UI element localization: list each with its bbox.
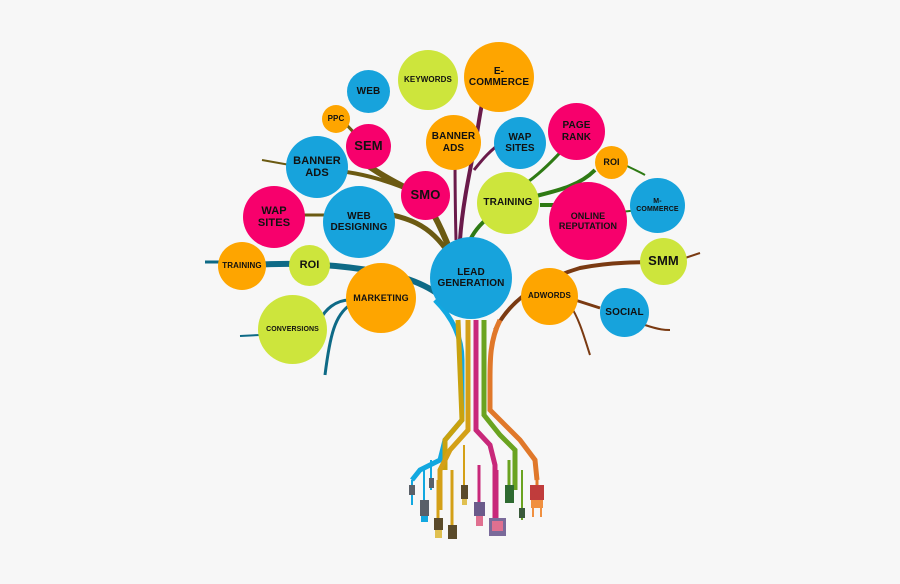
node-e-commerce: E- COMMERCE — [464, 42, 534, 112]
node-adwords: ADWORDS — [521, 268, 578, 325]
node-training-left: TRAINING — [218, 242, 266, 290]
cable-plug-icons — [409, 445, 544, 539]
node-wap-sites-top: WAP SITES — [494, 117, 546, 169]
node-sem: SEM — [346, 124, 391, 169]
node-label: KEYWORDS — [404, 74, 452, 84]
node-social: SOCIAL — [600, 288, 649, 337]
lead-generation-label: LEAD GENERATION — [437, 266, 505, 289]
node-banner-ads-center: BANNER ADS — [426, 115, 481, 170]
node-smo: SMO — [401, 171, 450, 220]
node-label: PPC — [327, 113, 345, 123]
node-label: ADWORDS — [528, 291, 571, 301]
node-label: SOCIAL — [605, 306, 644, 318]
node-roi-right: ROI — [595, 146, 628, 179]
node-wap-sites-left: WAP SITES — [243, 186, 305, 248]
node-banner-ads-left: BANNER ADS — [286, 136, 348, 198]
node-label: WEB DESIGNING — [330, 210, 388, 233]
node-conversions: CONVERSIONS — [258, 295, 327, 364]
node-label: MARKETING — [353, 292, 409, 303]
node-label: SMO — [410, 187, 441, 203]
node-label: PAGE RANK — [561, 120, 592, 143]
node-label: TRAINING — [483, 197, 533, 209]
node-label: WAP SITES — [505, 131, 535, 154]
node-web: WEB — [347, 70, 390, 113]
node-training-top: TRAINING — [477, 172, 539, 234]
node-label: ROI — [299, 259, 320, 272]
node-web-designing: WEB DESIGNING — [323, 186, 395, 258]
node-keywords: KEYWORDS — [398, 50, 458, 110]
node-label: BANNER ADS — [293, 154, 341, 179]
node-label: SEM — [354, 138, 383, 154]
node-label: CONVERSIONS — [266, 325, 319, 333]
node-label: TRAINING — [222, 260, 262, 270]
node-label: WEB — [356, 85, 381, 97]
node-m-commerce: M- COMMERCE — [630, 178, 685, 233]
node-page-rank: PAGE RANK — [548, 103, 605, 160]
node-smm: SMM — [640, 238, 687, 285]
node-label: WAP SITES — [257, 204, 291, 229]
node-label: SMM — [648, 253, 679, 269]
node-ppc: PPC — [322, 105, 350, 133]
node-roi-left: ROI — [289, 245, 330, 286]
node-label: BANNER ADS — [431, 131, 476, 154]
lead-generation-node: LEAD GENERATION — [430, 237, 512, 319]
node-label: ONLINE REPUTATION — [558, 210, 618, 231]
node-label: E- COMMERCE — [468, 65, 530, 88]
node-label: M- COMMERCE — [636, 197, 679, 213]
node-marketing: MARKETING — [346, 263, 416, 333]
node-online-reputation: ONLINE REPUTATION — [549, 182, 627, 260]
node-label: ROI — [603, 157, 620, 168]
